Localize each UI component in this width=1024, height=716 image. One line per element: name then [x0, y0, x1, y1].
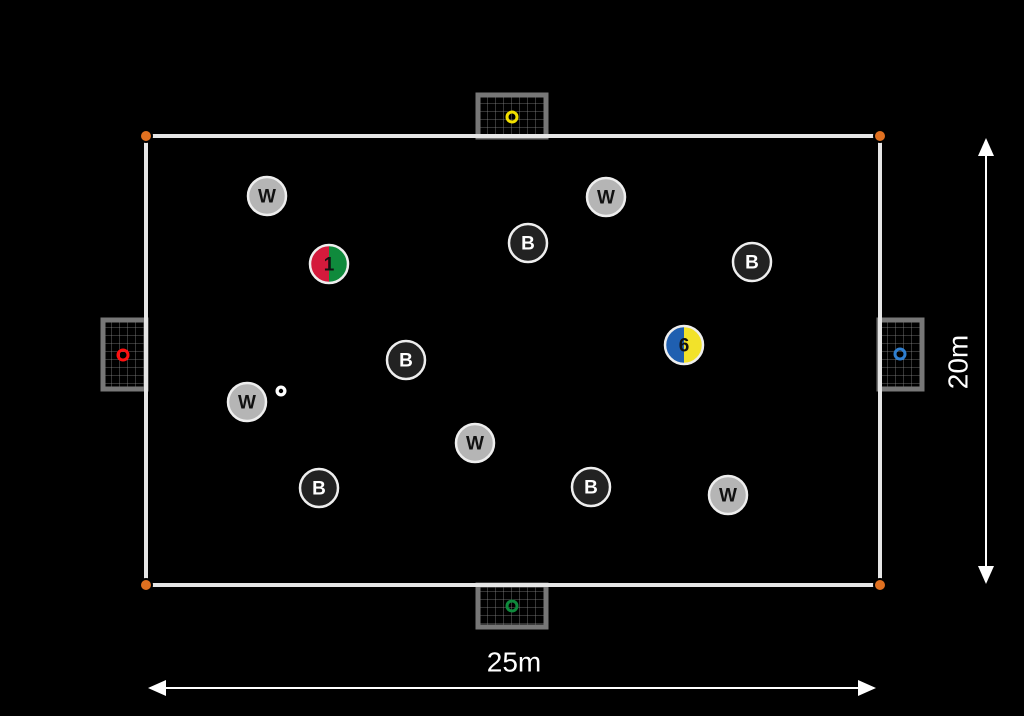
player-label: B — [584, 478, 598, 499]
corner-cone-icon — [873, 578, 887, 592]
player-label: B — [745, 253, 759, 274]
player-label: W — [238, 393, 256, 414]
player-b: B — [385, 339, 427, 381]
width-label: 25m — [487, 647, 541, 678]
goal-marker-red-icon — [116, 348, 130, 362]
player-w: W — [226, 381, 268, 423]
goal-right — [876, 317, 925, 392]
goalkeeper-6: 6 — [663, 324, 705, 366]
player-b: B — [507, 222, 549, 264]
player-w: W — [585, 176, 627, 218]
player-label: B — [312, 479, 326, 500]
goal-bottom — [475, 582, 549, 630]
player-label: B — [399, 351, 413, 372]
player-b: B — [731, 241, 773, 283]
player-label: W — [719, 486, 737, 507]
corner-cone-icon — [139, 578, 153, 592]
goal-marker-yellow-icon — [505, 110, 519, 124]
player-label: W — [258, 187, 276, 208]
player-label: 6 — [679, 336, 690, 357]
player-label: W — [466, 434, 484, 455]
player-label: B — [521, 234, 535, 255]
player-b: B — [570, 466, 612, 508]
field-boundary — [144, 134, 882, 587]
goal-marker-green-icon — [505, 599, 519, 613]
player-label: 1 — [324, 255, 335, 276]
corner-cone-icon — [139, 129, 153, 143]
goal-top — [475, 92, 549, 140]
player-label: W — [597, 188, 615, 209]
corner-cones — [139, 129, 887, 592]
player-w: W — [246, 175, 288, 217]
ball-icon — [274, 384, 288, 398]
goal-left — [100, 317, 149, 392]
corner-cone-icon — [873, 129, 887, 143]
goalkeeper-1: 1 — [308, 243, 350, 285]
height-label: 20m — [943, 335, 974, 389]
player-w: W — [707, 474, 749, 516]
player-w: W — [454, 422, 496, 464]
player-b: B — [298, 467, 340, 509]
goal-marker-blue-icon — [893, 347, 907, 361]
